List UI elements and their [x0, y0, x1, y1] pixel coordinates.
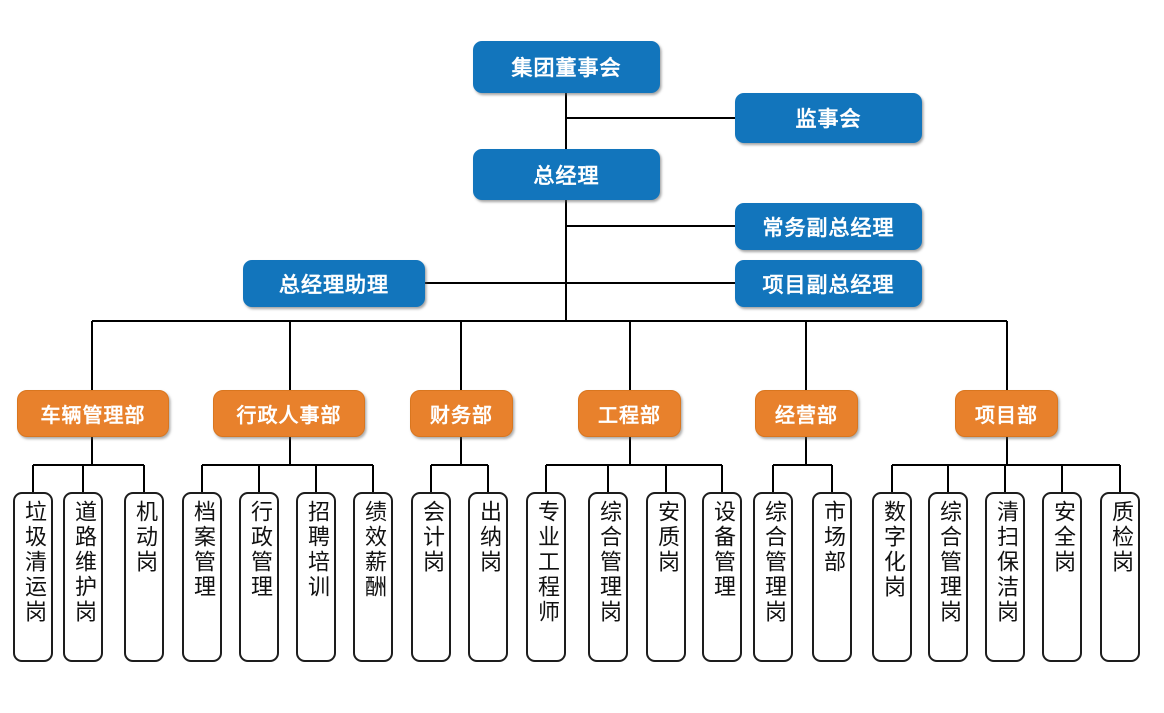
- position-node-vehicle-1[interactable]: 道路维护岗: [63, 492, 103, 662]
- position-node-finance-0[interactable]: 会计岗: [411, 492, 451, 662]
- exec-node-gm[interactable]: 总经理: [473, 149, 660, 200]
- position-node-project-1[interactable]: 综合管理岗: [928, 492, 968, 662]
- exec-node-proj-vice-gm[interactable]: 项目副总经理: [735, 260, 922, 307]
- exec-node-gm-assistant[interactable]: 总经理助理: [243, 260, 425, 307]
- exec-node-supervisory[interactable]: 监事会: [735, 93, 922, 143]
- exec-node-board[interactable]: 集团董事会: [473, 41, 660, 93]
- position-node-operations-0[interactable]: 综合管理岗: [753, 492, 793, 662]
- position-node-project-0[interactable]: 数字化岗: [872, 492, 912, 662]
- department-node-finance[interactable]: 财务部: [410, 390, 513, 437]
- department-node-admin-hr[interactable]: 行政人事部: [213, 390, 365, 437]
- department-node-project[interactable]: 项目部: [955, 390, 1058, 437]
- position-node-operations-1[interactable]: 市场部: [812, 492, 852, 662]
- position-node-admin-hr-3[interactable]: 绩效薪酬: [353, 492, 393, 662]
- position-node-admin-hr-2[interactable]: 招聘培训: [296, 492, 336, 662]
- position-node-engineering-2[interactable]: 安质岗: [646, 492, 686, 662]
- position-node-project-2[interactable]: 清扫保洁岗: [985, 492, 1025, 662]
- position-node-project-3[interactable]: 安全岗: [1042, 492, 1082, 662]
- position-node-vehicle-0[interactable]: 垃圾清运岗: [13, 492, 53, 662]
- position-node-admin-hr-0[interactable]: 档案管理: [182, 492, 222, 662]
- position-node-vehicle-2[interactable]: 机动岗: [124, 492, 164, 662]
- position-node-engineering-3[interactable]: 设备管理: [702, 492, 742, 662]
- department-node-operations[interactable]: 经营部: [755, 390, 858, 437]
- position-node-admin-hr-1[interactable]: 行政管理: [239, 492, 279, 662]
- position-node-finance-1[interactable]: 出纳岗: [468, 492, 508, 662]
- position-node-engineering-1[interactable]: 综合管理岗: [588, 492, 628, 662]
- department-node-engineering[interactable]: 工程部: [578, 390, 681, 437]
- exec-node-exec-vice-gm[interactable]: 常务副总经理: [735, 203, 922, 250]
- position-node-engineering-0[interactable]: 专业工程师: [526, 492, 566, 662]
- department-node-vehicle[interactable]: 车辆管理部: [17, 390, 169, 437]
- position-node-project-4[interactable]: 质检岗: [1100, 492, 1140, 662]
